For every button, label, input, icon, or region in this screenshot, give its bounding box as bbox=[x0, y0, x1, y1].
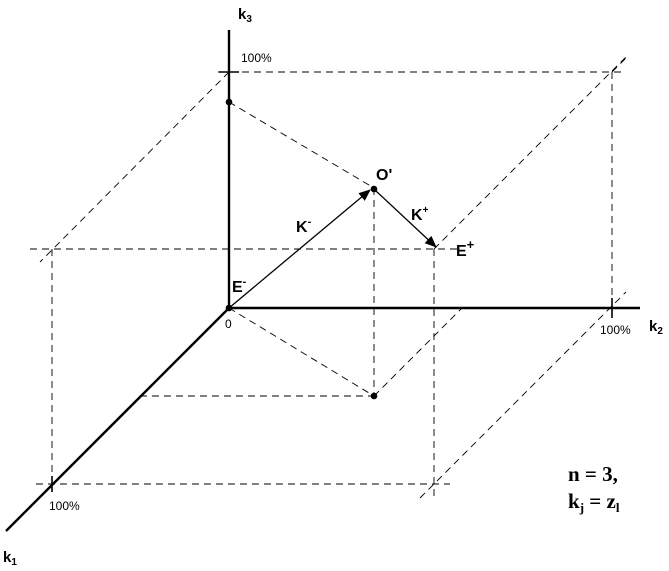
k3-axis-label: k3 bbox=[238, 6, 252, 25]
bottom-right-diagonal-dash bbox=[419, 291, 627, 499]
top-right-diagonal-stub bbox=[611, 57, 627, 73]
tick-marks bbox=[51, 71, 613, 492]
top-left-diagonal-dash bbox=[39, 71, 230, 263]
axes bbox=[5, 30, 640, 532]
k1-axis-label: k1 bbox=[3, 549, 17, 568]
k-plus-label: K+ bbox=[411, 205, 429, 224]
formula-line-1: n = 3, bbox=[568, 462, 618, 486]
e-plus-label: E+ bbox=[456, 237, 475, 260]
k3-point bbox=[225, 98, 233, 106]
origin-point bbox=[225, 304, 233, 312]
origin-to-base-dash bbox=[228, 307, 375, 397]
base-diagonal-dash bbox=[373, 307, 463, 397]
k-minus-vector bbox=[228, 189, 371, 309]
k-plus-vector bbox=[375, 190, 437, 248]
k3-to-oprime-dash bbox=[228, 101, 375, 189]
k2-max-label: 100% bbox=[600, 323, 631, 337]
origin-label: 0 bbox=[225, 317, 232, 331]
k2-axis-label: k2 bbox=[649, 318, 663, 337]
k1-axis bbox=[5, 306, 231, 532]
points bbox=[225, 98, 378, 400]
vectors bbox=[228, 189, 437, 309]
construction-lines bbox=[30, 56, 627, 500]
e-minus-label: E- bbox=[232, 276, 247, 296]
k1-max-label: 100% bbox=[49, 499, 80, 513]
right-diagonal-dash bbox=[433, 56, 627, 250]
k-minus-label: K- bbox=[296, 216, 312, 236]
k3-max-label: 100% bbox=[241, 51, 272, 65]
o-prime-label: O' bbox=[376, 167, 392, 184]
formula-line-2: kj = zl bbox=[568, 489, 620, 515]
oprime-point bbox=[370, 185, 378, 193]
base-point bbox=[370, 392, 378, 400]
